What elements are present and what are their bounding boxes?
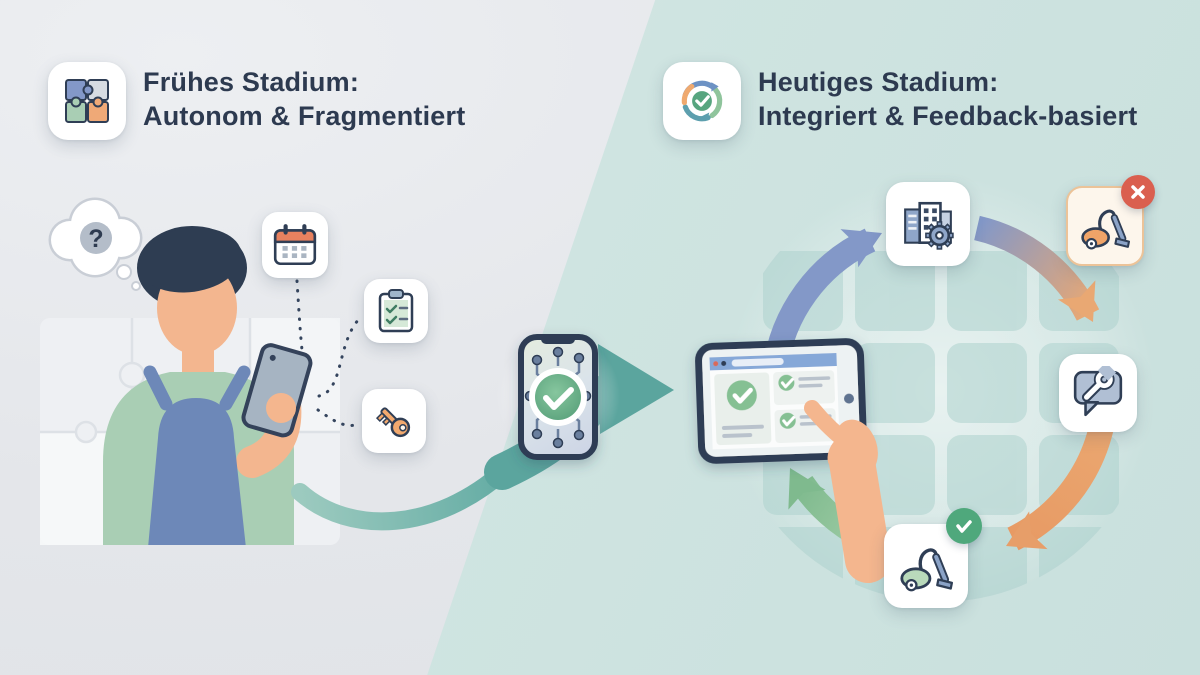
calendar-card <box>262 212 328 278</box>
phone-sync-check-icon <box>518 334 598 460</box>
building-card <box>886 182 970 266</box>
right-header-icon-card <box>663 62 741 140</box>
right-title-line2: Integriert & Feedback-basiert <box>758 101 1138 131</box>
check-icon <box>956 520 972 533</box>
vacuum-approved-card <box>884 508 982 608</box>
x-badge <box>1121 175 1155 209</box>
puzzle-icon <box>65 79 109 123</box>
left-header-icon-card <box>48 62 126 140</box>
right-stage-header: Heutiges Stadium: Integriert & Feedback-… <box>663 62 1137 140</box>
key-card <box>362 389 426 453</box>
left-stage-header: Frühes Stadium: Autonom & Fragmentiert <box>48 62 465 140</box>
feedback-cycle-icon <box>681 80 723 122</box>
right-title-line1: Heutiges Stadium: <box>758 67 999 97</box>
right-stage-title: Heutiges Stadium: Integriert & Feedback-… <box>758 62 1137 133</box>
check-badge <box>946 508 982 544</box>
wrench-feedback-card <box>1059 354 1137 432</box>
left-title-line2: Autonom & Fragmentiert <box>143 101 466 131</box>
left-title-line1: Frühes Stadium: <box>143 67 360 97</box>
worker-with-phone-illustration <box>103 226 313 545</box>
calendar-icon <box>273 224 317 266</box>
cycle-arrowheads <box>788 229 1096 550</box>
teal-flow-arrow <box>291 344 674 531</box>
dotted-connectors <box>295 279 364 427</box>
x-icon <box>1131 185 1145 199</box>
gear-icon <box>925 221 954 250</box>
checklist-card <box>364 279 428 343</box>
left-stage-title: Frühes Stadium: Autonom & Fragmentiert <box>143 62 465 133</box>
key-icon <box>375 407 411 438</box>
building-gear-icon <box>904 201 954 250</box>
thought-bubble-question-icon: ? <box>48 197 143 291</box>
wrench-chat-icon <box>1073 366 1123 417</box>
holding-hand <box>804 400 891 583</box>
vacuum-rejected-card <box>1066 175 1155 266</box>
vacuum-error-icon <box>1081 209 1130 250</box>
vacuum-check-icon <box>900 548 953 592</box>
check-mark <box>543 387 574 410</box>
question-mark-glyph: ? <box>88 225 103 253</box>
checklist-icon <box>378 289 414 333</box>
